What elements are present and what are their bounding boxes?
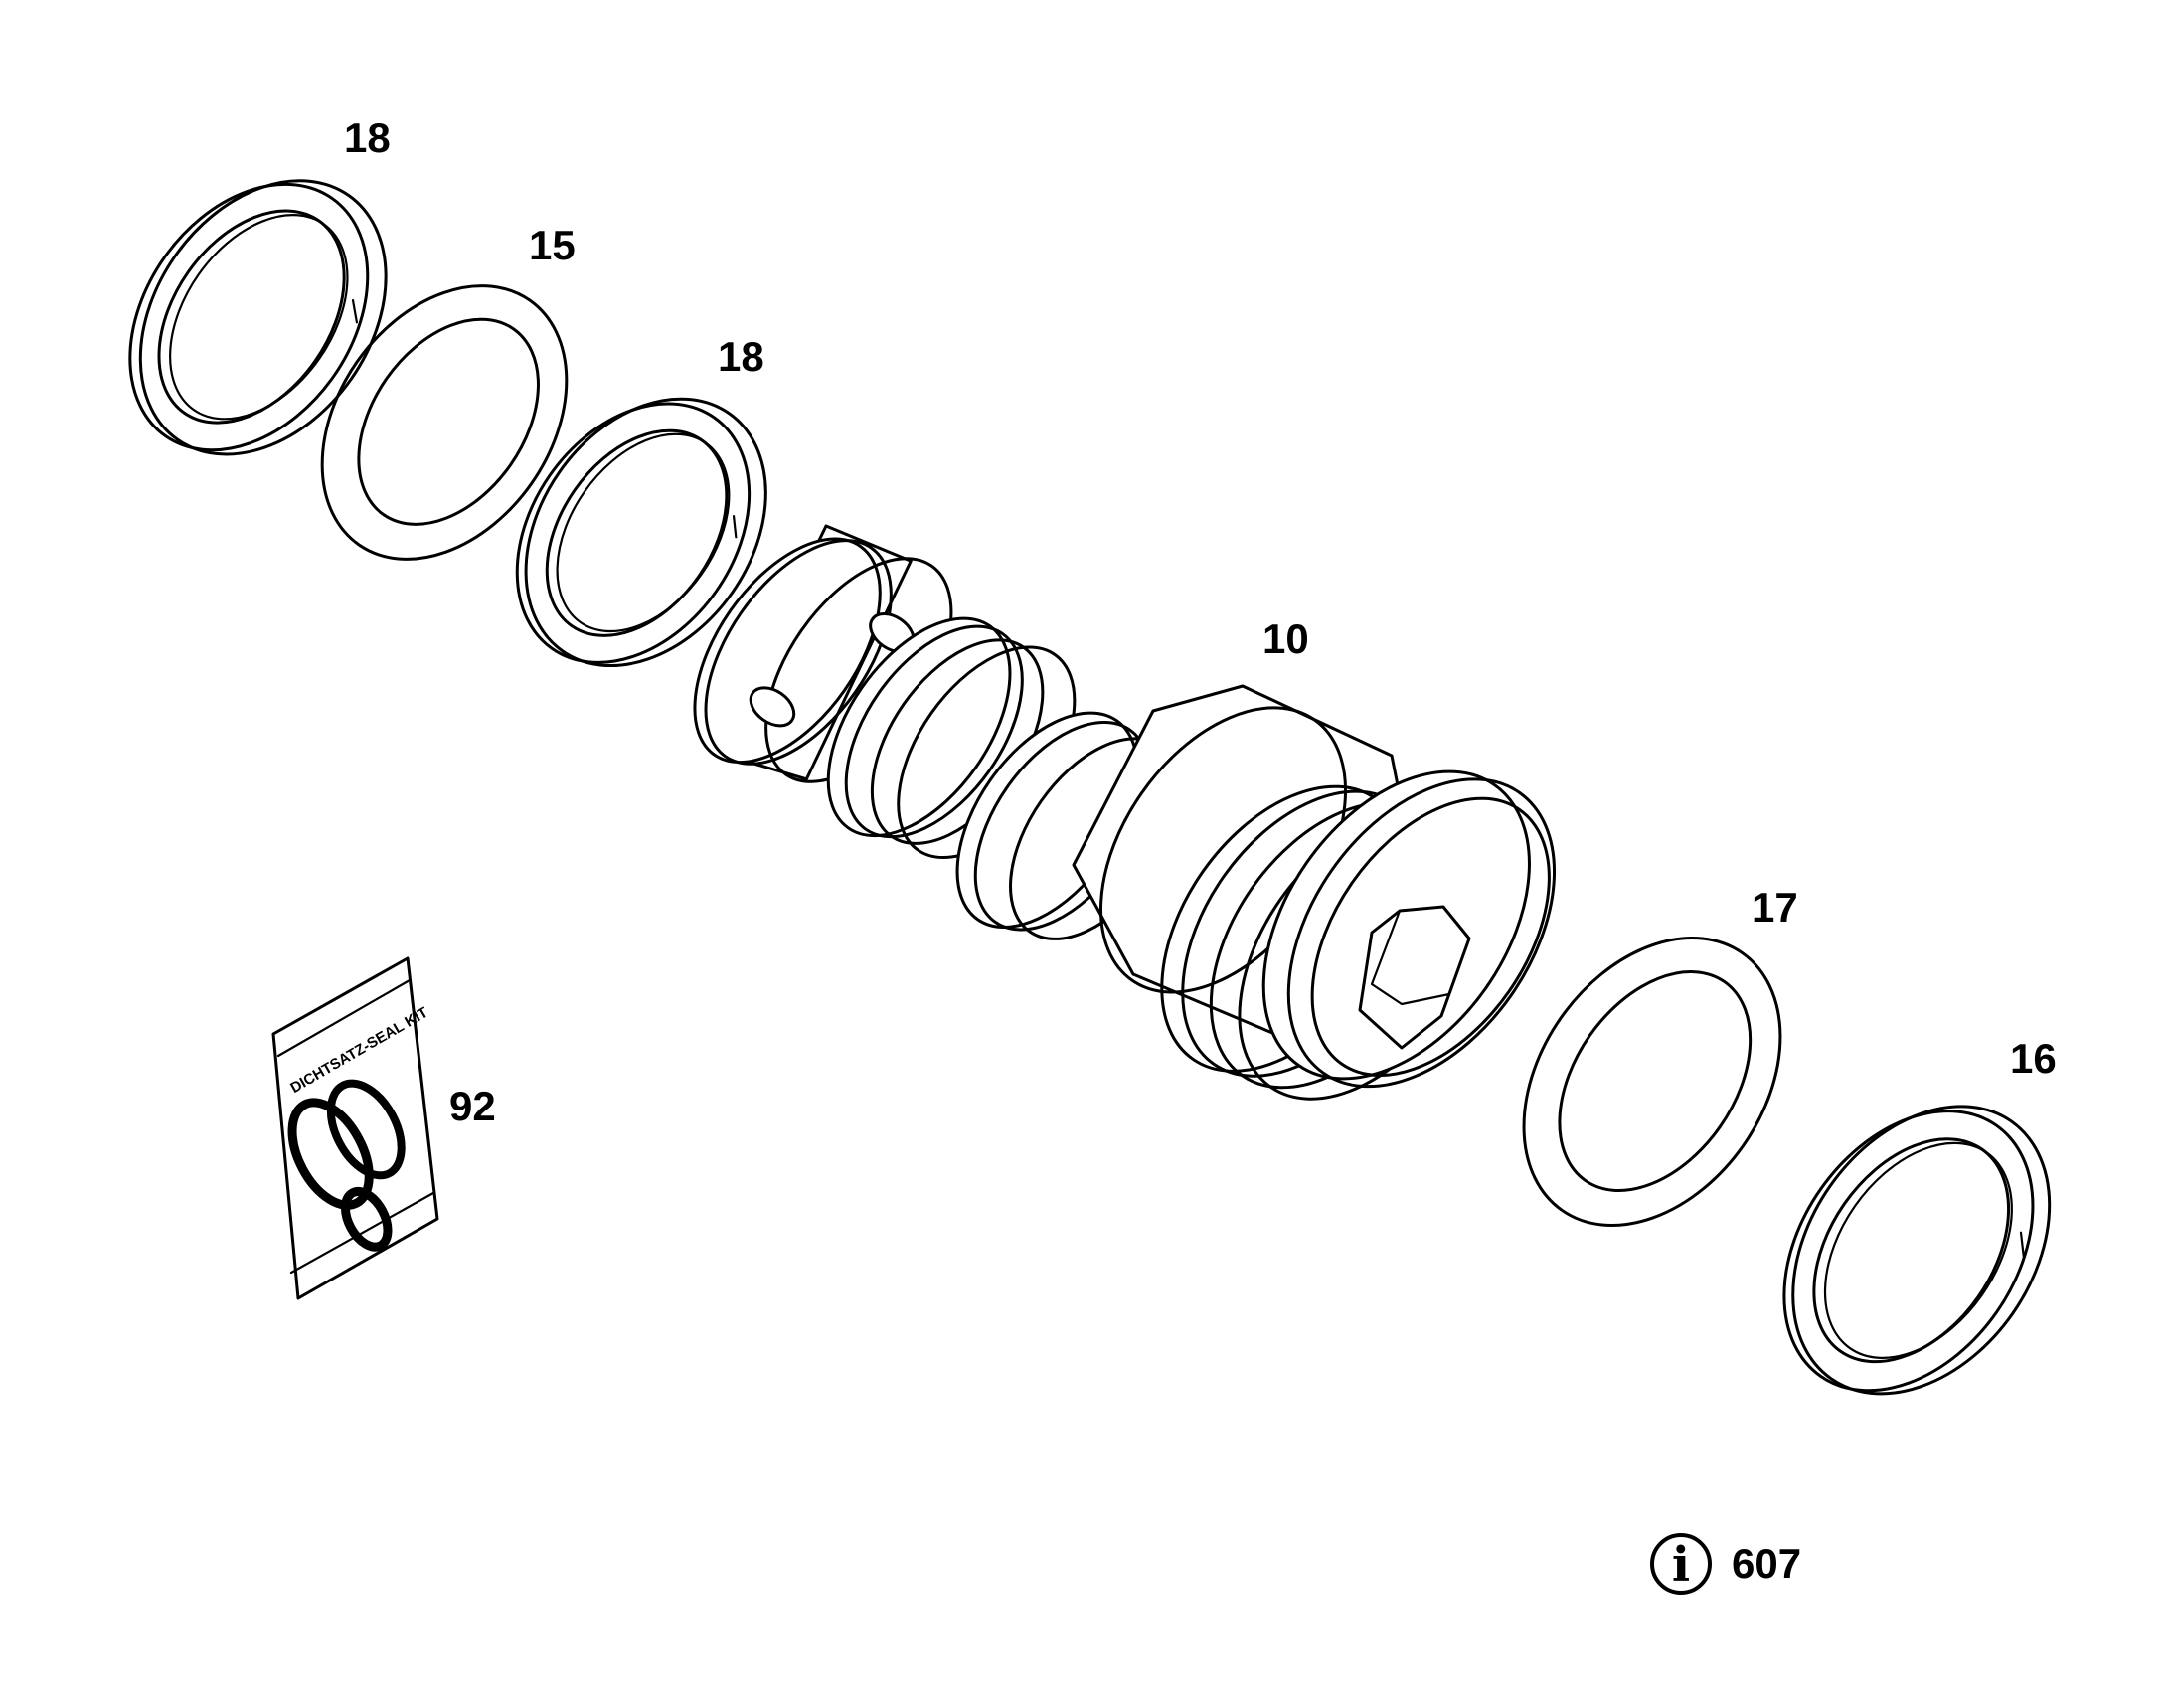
ring-17 bbox=[1522, 937, 1782, 1227]
callout-18-top-left: 18 bbox=[344, 114, 391, 161]
callout-16: 16 bbox=[2010, 1035, 2057, 1082]
seal-kit-bag-92: DICHTSATZ-SEAL KIT bbox=[271, 956, 439, 1300]
callout-92: 92 bbox=[449, 1083, 496, 1129]
callout-15: 15 bbox=[529, 222, 576, 268]
ring-16 bbox=[1782, 1105, 2052, 1396]
callout-17: 17 bbox=[1752, 884, 1798, 931]
valve-body-10 bbox=[693, 524, 1557, 1101]
ring-18-top-left bbox=[128, 179, 388, 456]
ring-15 bbox=[320, 284, 569, 561]
ring-18-middle bbox=[515, 397, 767, 668]
callout-18-middle: 18 bbox=[718, 333, 764, 380]
info-icon: i bbox=[1650, 1533, 1712, 1595]
info-glyph: i bbox=[1671, 1537, 1691, 1593]
callout-10: 10 bbox=[1262, 615, 1309, 662]
info-reference-number: 607 bbox=[1732, 1540, 1802, 1587]
info-reference: i 607 bbox=[1650, 1531, 1801, 1597]
